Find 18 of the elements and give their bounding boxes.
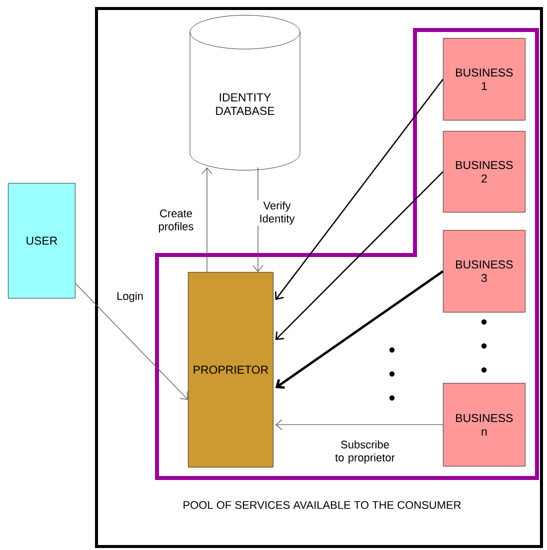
user-box: USER	[8, 183, 76, 298]
edge-label: Login	[113, 290, 147, 304]
arrow	[202, 167, 212, 272]
proprietor-box: PROPRIETOR	[188, 272, 274, 468]
business-box: BUSINESS n	[443, 383, 526, 466]
business-box: BUSINESS 2	[443, 131, 526, 212]
arrow	[275, 171, 444, 340]
database-cylinder: IDENTITY DATABASE	[190, 15, 300, 170]
arrow	[275, 419, 444, 430]
edge-label: Verify Identity	[251, 200, 303, 226]
edge-label: Subscribe to proprietor	[327, 439, 403, 465]
frame-title: POOL OF SERVICES AVAILABLE TO THE CONSUMER	[184, 501, 461, 509]
arrow	[275, 270, 444, 389]
arrow	[75, 283, 188, 400]
business-box: BUSINESS 1	[443, 38, 526, 120]
arrow	[275, 78, 444, 300]
edge-label: Create profiles	[150, 208, 202, 234]
business-box: BUSINESS 3	[443, 230, 526, 312]
